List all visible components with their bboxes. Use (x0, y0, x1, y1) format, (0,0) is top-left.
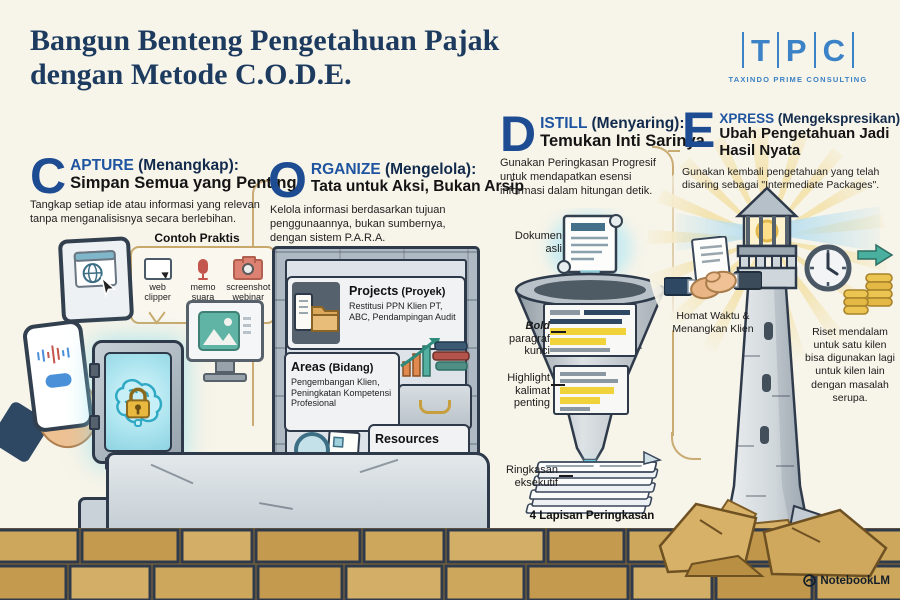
areas-title: Areas (291, 360, 326, 374)
distill-subtitle: Temukan Inti Sarinya (540, 132, 705, 151)
express-left-label: Homat Waktu & Menangkan Klien (672, 310, 754, 336)
areas-paren: (Bidang) (325, 362, 374, 374)
rock-pile (658, 502, 888, 578)
express-subtitle: Ubah Pengetahuan Jadi Hasil Nyata (719, 125, 890, 159)
distill-paren: (Menyaring): (587, 115, 685, 132)
example-web-clipper: web clipper (135, 254, 180, 318)
tablet-icon (57, 236, 135, 324)
card-projects: Projects (Proyek) Restitusi PPN Klien PT… (286, 276, 466, 350)
example-screenshot: screenshot webinar (226, 254, 271, 318)
express-right-label: Riset mendalam untuk satu kilen bisa dig… (805, 326, 895, 404)
distill-word: ISTILL (540, 115, 588, 132)
label-source-doc: Dokumen asli (514, 230, 562, 255)
projects-icon-panel (292, 282, 340, 344)
logo-bar-icon (741, 32, 744, 68)
record-button (44, 372, 73, 389)
padlock-icon (126, 387, 150, 419)
example-label: web clipper (144, 282, 171, 302)
drawer-handle-icon (419, 400, 451, 414)
capture-word: APTURE (70, 157, 134, 174)
section-organize-header: O RGANIZE (Mengelola): Tata untuk Aksi, … (268, 152, 524, 208)
title-line-1: Bangun Benteng Pengetahuan Pajak (30, 24, 500, 57)
projects-paren: (Proyek) (398, 286, 446, 298)
notebooklm-icon (803, 574, 817, 587)
capture-callout-title: Contoh Praktis (154, 231, 240, 245)
clock-icon (804, 244, 852, 292)
card-areas: Areas (Bidang) Pengembangan Klien, Penin… (284, 352, 400, 432)
distill-letter: D (500, 106, 536, 162)
organize-subtitle: Tata untuk Aksi, Bukan Arsip (310, 178, 524, 196)
arrow-icon (857, 243, 894, 267)
label-line (559, 475, 573, 477)
safe-door (104, 352, 172, 452)
camera-icon (233, 256, 264, 280)
express-letter: E (682, 102, 715, 158)
logo-letter-t: T (750, 32, 770, 68)
web-clipper-icon (143, 258, 172, 280)
monitor-base (203, 373, 247, 382)
areas-desc: Pengembangan Klien, Peningkatan Kompeten… (291, 377, 392, 409)
hand-phone-illustration (0, 318, 108, 465)
frame-distill-hook (671, 432, 701, 460)
organize-letter: O (268, 152, 307, 208)
books-icon (432, 338, 470, 383)
stone-platform (106, 452, 490, 540)
logo-letter-c: C (822, 32, 845, 68)
tpc-logo: T P C TAXINDO PRIME CONSULTING (728, 32, 868, 84)
organize-word: RGANIZE (310, 161, 381, 178)
distill-description: Gunakan Peringkasan Progresif untuk mend… (500, 157, 656, 198)
express-word: XPRESS (719, 111, 775, 126)
organize-description: Kelola informasi berdasarkan tujuan peng… (270, 204, 446, 245)
coins-icon (843, 273, 893, 315)
organize-paren: (Mengelola): (380, 161, 477, 178)
projects-title: Projects (349, 284, 399, 298)
paper-stack-icon (525, 450, 663, 514)
capture-paren: (Menangkap): (133, 157, 239, 174)
reuse-group (802, 238, 894, 327)
label-bold: Bold paragraf kunci (509, 320, 550, 358)
capture-subtitle: Simpan Semua yang Penting (70, 174, 297, 193)
monitor-icon (186, 300, 264, 382)
label-highlight: Highlight kalimat penting (507, 372, 550, 410)
safe-icon (89, 340, 184, 470)
scroll-folder-icon (294, 293, 339, 332)
label-line (551, 384, 565, 386)
express-paren: (Mengekspresikan): (774, 111, 900, 126)
phone-icon (21, 318, 95, 434)
express-description: Gunakan kembali pengetahuan yang telah d… (682, 166, 880, 192)
projects-desc: Restitusi PPN Klien PT, ABC, Pendampinga… (349, 301, 456, 322)
frame-express-dash (668, 150, 680, 152)
section-distill-header: D ISTILL (Menyaring): Temukan Inti Sarin… (500, 106, 705, 162)
hinge-icon (89, 415, 100, 430)
notebooklm-watermark: NotebookLM (803, 574, 890, 587)
label-summary: Ringkasan eksekutif (506, 464, 558, 489)
capture-letter: C (30, 148, 66, 204)
tpc-logo-letters: T P C (728, 32, 868, 68)
capture-description: Tangkap setiap ide atau informasi yang r… (30, 199, 260, 226)
brick-wall (0, 528, 900, 600)
example-voice-memo: memo suara (181, 254, 226, 318)
logo-bar-icon (852, 32, 854, 68)
example-label: screenshot webinar (226, 282, 271, 302)
tpc-logo-subtitle: TAXINDO PRIME CONSULTING (728, 75, 868, 84)
voice-memo-icon (197, 259, 208, 280)
distill-caption: 4 Lapisan Peringkasan (529, 510, 655, 522)
label-line (551, 331, 566, 333)
section-express-header: E XPRESS (Mengekspresikan): Ubah Pengeta… (682, 102, 900, 160)
handshake-icon (663, 235, 763, 313)
watermark-text: NotebookLM (820, 574, 890, 587)
example-label: memo suara (190, 282, 216, 302)
monitor-stand (215, 362, 235, 373)
logo-letter-p: P (785, 32, 807, 68)
hinge-icon (89, 363, 100, 378)
title-line-2: dengan Metode C.O.D.E. (30, 57, 352, 91)
logo-bar-icon (776, 32, 779, 68)
logo-bar-icon (813, 32, 816, 68)
resources-title: Resources (375, 432, 439, 446)
section-capture-header: C APTURE (Menangkap): Simpan Semua yang … (30, 148, 297, 204)
page-title: Bangun Benteng Pengetahuan Pajak dengan … (30, 24, 499, 91)
